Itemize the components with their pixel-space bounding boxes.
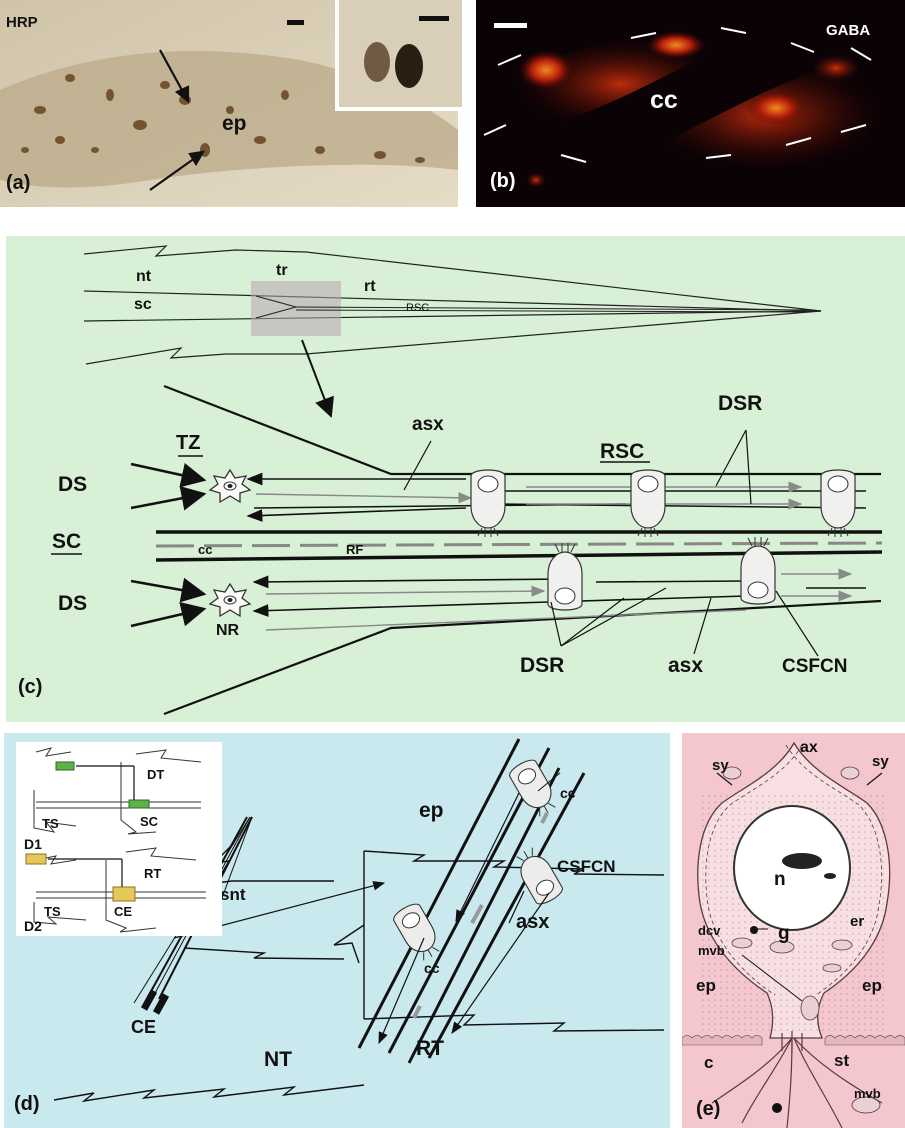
cc-label: cc	[424, 960, 440, 976]
ax-label: ax	[800, 739, 818, 757]
ts-label: TS	[44, 904, 61, 919]
asx-label: asx	[516, 911, 549, 934]
panel-label: (e)	[696, 1098, 720, 1121]
mvb-label: mvb	[854, 1086, 881, 1101]
csfcn-label: CSFCN	[782, 656, 847, 678]
csfcn-label: CSFCN	[557, 857, 616, 877]
cc-label: cc	[198, 542, 212, 557]
ds-label: DS	[58, 592, 87, 616]
cc-label: cc	[650, 86, 678, 115]
ep-label: ep	[222, 112, 247, 136]
ep-label: ep	[696, 976, 716, 996]
ce-label: CE	[114, 904, 132, 919]
panel-b-micrograph: GABA cc (b)	[476, 0, 905, 207]
st-label: st	[834, 1051, 849, 1071]
panel-a-inset	[335, 0, 462, 111]
panel-label: (c)	[18, 676, 42, 699]
csf-contacting-neuron	[391, 901, 445, 964]
csf-contacting-neuron	[631, 470, 665, 537]
stain-label: HRP	[6, 14, 38, 31]
panel-e-drawing: ax sy sy n er g dcv mvb ep ep c st mvb (…	[682, 733, 905, 1128]
sy-label: sy	[872, 753, 889, 770]
cc-label: cc	[560, 785, 576, 801]
panel-label: (d)	[14, 1093, 40, 1116]
ds-label: DS	[58, 473, 87, 497]
nr-neuron	[210, 584, 250, 616]
nt-label: nt	[136, 268, 151, 286]
rt-label: rt	[364, 278, 376, 296]
ts-label: TS	[42, 816, 59, 831]
ce-label: CE	[131, 1017, 156, 1038]
nr-label: NR	[216, 622, 239, 640]
er-label: er	[850, 913, 864, 930]
panel-label: (a)	[6, 172, 30, 195]
sc-label: sc	[134, 296, 152, 314]
csf-contacting-neuron	[471, 470, 505, 537]
asx-label: asx	[412, 414, 444, 436]
d2-label: D2	[24, 918, 42, 934]
panel-label: (b)	[490, 170, 516, 193]
panel-c-diagram: nt tr rt sc RSC TZ asx RSC DSR DS SC cc …	[6, 236, 905, 722]
rf-label: RF	[346, 542, 363, 557]
nt-label: NT	[264, 1048, 292, 1072]
dsr-label: DSR	[520, 654, 564, 678]
d1-label: D1	[24, 836, 42, 852]
tz-neuron	[210, 470, 250, 502]
csf-contacting-neuron	[821, 470, 855, 537]
ep-label: ep	[419, 799, 444, 823]
tr-label: tr	[276, 262, 288, 280]
csf-contacting-neuron	[741, 537, 775, 604]
sc-label: SC	[52, 530, 81, 554]
cilia-label: c	[704, 1053, 713, 1073]
dcv-label: dcv	[698, 923, 720, 938]
snt-label: snt	[220, 885, 246, 905]
golgi-label: g	[778, 923, 790, 945]
stain-label: GABA	[826, 22, 870, 39]
dsr-label: DSR	[718, 392, 762, 416]
scale-bar	[419, 16, 449, 21]
rt-label: RT	[416, 1037, 444, 1061]
sc-label: SC	[140, 814, 158, 829]
rsc-label: RSC	[600, 440, 644, 464]
scale-bar	[494, 23, 527, 28]
asx-label: asx	[668, 654, 703, 678]
sy-label: sy	[712, 757, 729, 774]
csf-contacting-neuron	[548, 543, 582, 610]
mvb-label: mvb	[698, 943, 725, 958]
nucleus-label: n	[774, 869, 786, 891]
ep-label: ep	[862, 976, 882, 996]
dt-label: DT	[147, 767, 164, 782]
tz-label: TZ	[176, 432, 200, 455]
rt-label: RT	[144, 866, 161, 881]
panel-d-inset: DT TS SC D1 RT TS CE D2	[16, 742, 222, 936]
scale-bar	[287, 20, 304, 25]
rsc-small-label: RSC	[406, 302, 429, 314]
